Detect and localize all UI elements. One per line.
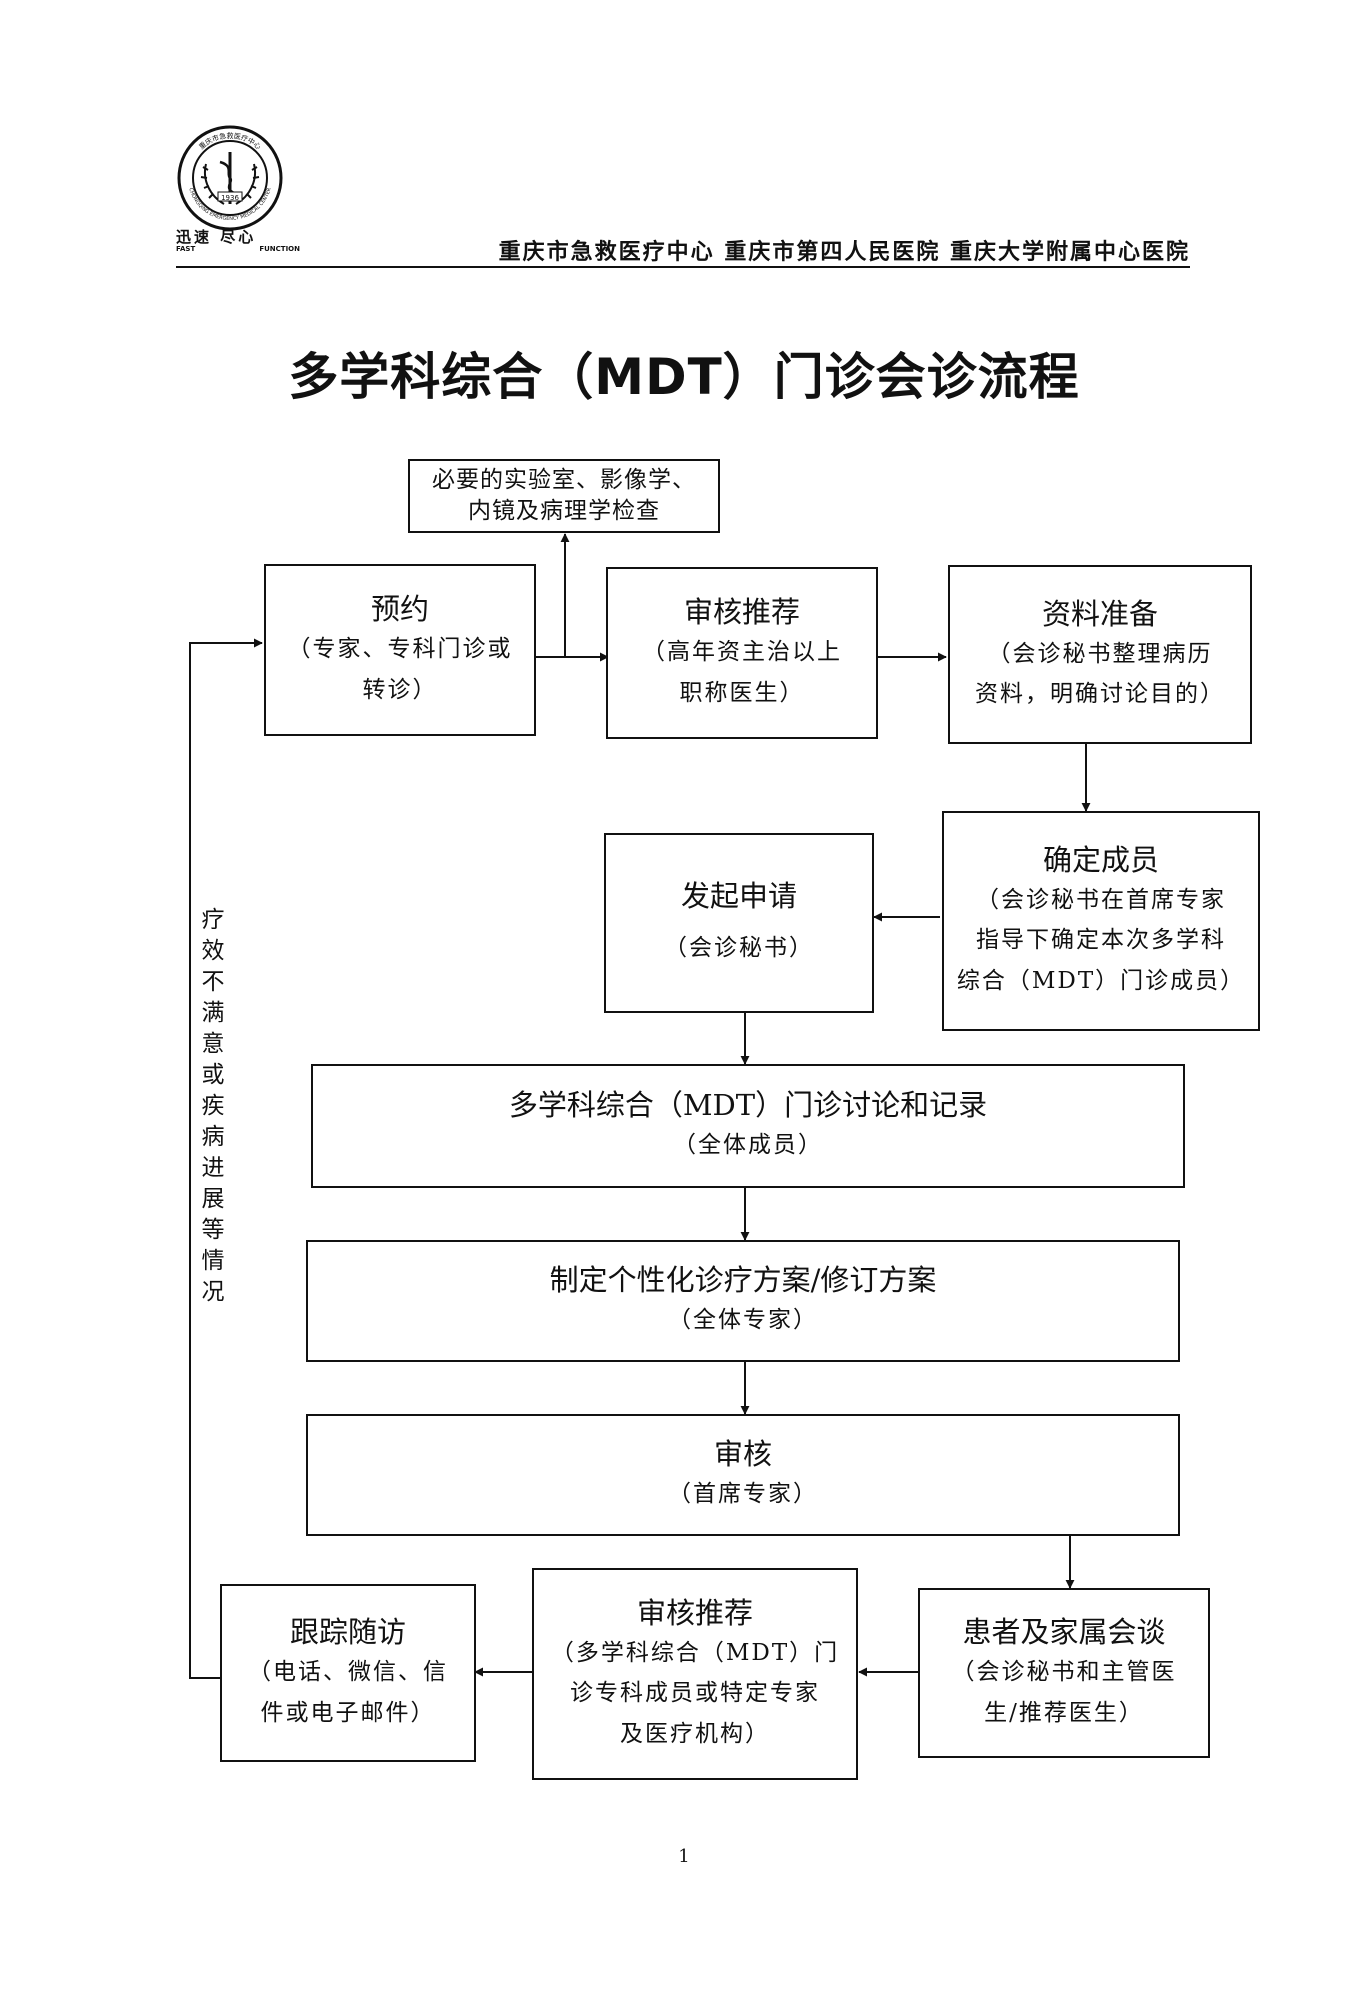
header-rule <box>176 266 1190 268</box>
node-plan-title: 制定个性化诊疗方案/修订方案 <box>549 1263 937 1298</box>
node-exams: 必要的实验室、影像学、 内镜及病理学检查 <box>408 459 720 533</box>
node-followup: 跟踪随访 （电话、微信、信 件或电子邮件） <box>220 1584 476 1762</box>
node-discussion: 多学科综合（MDT）门诊讨论和记录 （全体成员） <box>311 1064 1185 1188</box>
node-review2: 审核推荐 （多学科综合（MDT）门 诊专科成员或特定专家 及医疗机构） <box>532 1568 858 1780</box>
node-followup-sub: （电话、微信、信 件或电子邮件） <box>248 1659 448 1726</box>
node-members-title: 确定成员 <box>1042 843 1159 878</box>
node-plan: 制定个性化诊疗方案/修订方案 （全体专家） <box>306 1240 1180 1362</box>
node-appointment-title: 预约 <box>370 592 429 627</box>
node-plan-sub: （全体专家） <box>668 1307 818 1334</box>
node-discussion-title: 多学科综合（MDT）门诊讨论和记录 <box>508 1088 988 1123</box>
node-audit-sub: （首席专家） <box>668 1481 818 1508</box>
slogan-cn: 迅速 尽心 <box>176 228 257 246</box>
node-apply-sub: （会诊秘书） <box>664 935 814 962</box>
node-exams-title: 必要的实验室、影像学、 内镜及病理学检查 <box>432 466 696 524</box>
node-talk-title: 患者及家属会谈 <box>962 1615 1166 1650</box>
node-appointment: 预约 （专家、专科门诊或 转诊） <box>264 564 536 736</box>
node-review1: 审核推荐 （高年资主治以上 职称医生） <box>606 567 878 739</box>
loop-label: 疗效不满意或疾病进展等情况 <box>201 907 225 1305</box>
node-review2-sub: （多学科综合（MDT）门 诊专科成员或特定专家 及医疗机构） <box>550 1640 840 1747</box>
node-apply-title: 发起申请 <box>680 879 797 914</box>
slogan-en: FAST FUNCTION <box>176 245 300 253</box>
node-review2-title: 审核推荐 <box>636 1596 753 1631</box>
loop-followup-to-appointment <box>189 638 263 1679</box>
node-review1-sub: （高年资主治以上 职称医生） <box>642 639 842 706</box>
node-audit-title: 审核 <box>713 1437 772 1472</box>
node-materials-title: 资料准备 <box>1041 596 1158 631</box>
node-talk-sub: （会诊秘书和主管医 生/推荐医生） <box>951 1659 1177 1726</box>
slogan-en-right: FUNCTION <box>259 245 300 253</box>
node-appointment-sub: （专家、专科门诊或 转诊） <box>287 636 513 703</box>
node-apply: 发起申请 （会诊秘书） <box>604 833 874 1013</box>
node-members-sub: （会诊秘书在首席专家 指导下确定本次多学科 综合（MDT）门诊成员） <box>956 887 1246 994</box>
node-members: 确定成员 （会诊秘书在首席专家 指导下确定本次多学科 综合（MDT）门诊成员） <box>942 811 1260 1031</box>
logo-year: 1936 <box>221 194 239 202</box>
node-audit: 审核 （首席专家） <box>306 1414 1180 1536</box>
node-materials-sub: （会诊秘书整理病历 资料，明确讨论目的） <box>975 640 1225 708</box>
node-materials: 资料准备 （会诊秘书整理病历 资料，明确讨论目的） <box>948 565 1252 744</box>
node-discussion-sub: （全体成员） <box>673 1132 823 1159</box>
node-followup-title: 跟踪随访 <box>289 1615 406 1650</box>
page-title: 多学科综合（MDT）门诊会诊流程 <box>288 348 1080 406</box>
node-review1-title: 审核推荐 <box>683 595 800 630</box>
node-talk: 患者及家属会谈 （会诊秘书和主管医 生/推荐医生） <box>918 1588 1210 1758</box>
header-organizations: 重庆市急救医疗中心 重庆市第四人民医院 重庆大学附属中心医院 <box>498 239 1190 265</box>
hospital-logo: 1936 重庆市急救医疗中心 CHONGQING EMERGENCY MEDIC… <box>177 125 283 231</box>
page-number: 1 <box>678 1846 690 1867</box>
slogan-en-left: FAST <box>176 245 196 253</box>
